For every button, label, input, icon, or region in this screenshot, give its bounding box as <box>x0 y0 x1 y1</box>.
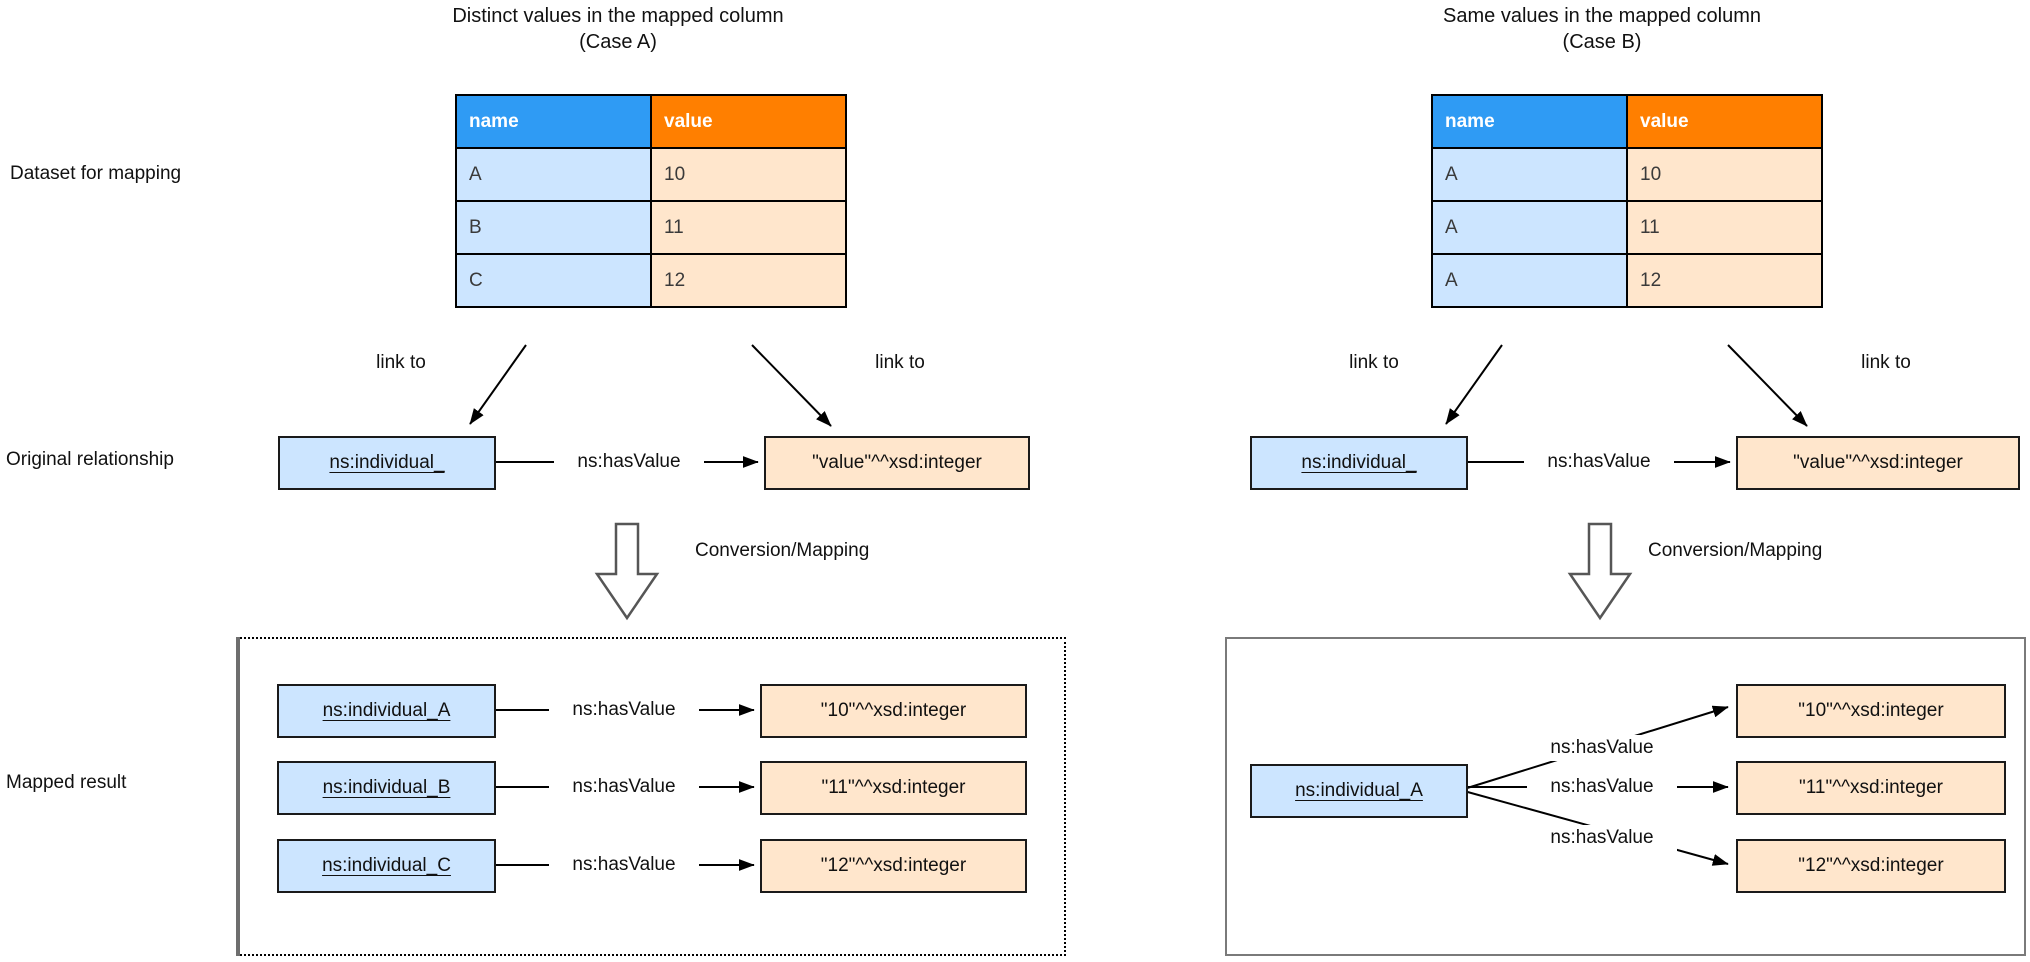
literal-node-mapped-b2: "11"^^xsd:integer <box>1736 761 2006 815</box>
row-label-mapped-result: Mapped result <box>6 772 127 793</box>
subject-node-label: ns:individual_C <box>322 855 451 876</box>
conversion-label-a: Conversion/Mapping <box>695 540 870 561</box>
predicate-label: ns:hasValue <box>1527 735 1677 761</box>
literal-node-mapped-a1: "10"^^xsd:integer <box>760 684 1027 738</box>
predicate-label: ns:hasValue <box>549 774 699 800</box>
subject-node-mapped-a2: ns:individual_B <box>277 761 496 815</box>
case-b-title-line1: Same values in the mapped column <box>1443 5 1761 27</box>
table-cell-name: A <box>1431 253 1628 308</box>
table-header-row: name value <box>1431 94 1823 149</box>
subject-node-mapped-a3: ns:individual_C <box>277 839 496 893</box>
table-row: A 10 <box>455 147 847 202</box>
predicate-label: ns:hasValue <box>554 449 704 475</box>
table-cell-name: A <box>455 147 652 202</box>
link-to-label: link to <box>1861 352 1911 373</box>
link-to-label: link to <box>875 352 925 373</box>
table-row: A 12 <box>1431 253 1823 308</box>
case-a-title: Distinct values in the mapped column (Ca… <box>298 3 938 55</box>
literal-node-mapped-a2: "11"^^xsd:integer <box>760 761 1027 815</box>
mapped-result-container-a <box>236 637 1066 956</box>
table-cell-name: A <box>1431 147 1628 202</box>
mapped-result-container-b <box>1225 637 2026 956</box>
subject-node-original-b: ns:individual_ <box>1250 436 1468 490</box>
link-to-label: link to <box>376 352 426 373</box>
dataset-table-b: name value A 10 A 11 A 12 <box>1431 94 1823 308</box>
link-arrow-b-right <box>1727 344 1808 427</box>
dataset-table-a: name value A 10 B 11 C 12 <box>455 94 847 308</box>
subject-node-label: ns:individual_A <box>1295 780 1423 801</box>
table-cell-value: 10 <box>1626 147 1823 202</box>
container-left-bar <box>236 637 240 956</box>
literal-node-mapped-b3: "12"^^xsd:integer <box>1736 839 2006 893</box>
table-cell-value: 12 <box>1626 253 1823 308</box>
table-cell-value: 11 <box>650 200 847 255</box>
subject-node-original-a: ns:individual_ <box>278 436 496 490</box>
table-row: B 11 <box>455 200 847 255</box>
row-label-original-relationship: Original relationship <box>6 449 174 470</box>
literal-node-mapped-a3: "12"^^xsd:integer <box>760 839 1027 893</box>
table-row: C 12 <box>455 253 847 308</box>
conversion-label-b: Conversion/Mapping <box>1648 540 1823 561</box>
predicate-label: ns:hasValue <box>1527 825 1677 851</box>
predicate-label: ns:hasValue <box>1524 449 1674 475</box>
link-arrow-a-left <box>469 344 527 425</box>
table-header-value: value <box>650 94 847 149</box>
case-a-title-line2: (Case A) <box>579 31 657 53</box>
subject-node-label: ns:individual_A <box>322 700 451 721</box>
row-label-dataset: Dataset for mapping <box>10 163 182 184</box>
link-arrow-b-left <box>1445 344 1503 425</box>
subject-node-label: ns:individual_ <box>329 452 445 473</box>
link-to-label: link to <box>1349 352 1399 373</box>
table-cell-value: 11 <box>1626 200 1823 255</box>
subject-node-mapped-a1: ns:individual_A <box>277 684 496 738</box>
conversion-block-arrow-icon-a <box>594 522 660 621</box>
case-b-title-line2: (Case B) <box>1562 31 1642 53</box>
table-cell-name: B <box>455 200 652 255</box>
table-row: A 11 <box>1431 200 1823 255</box>
subject-node-label: ns:individual_B <box>322 777 451 798</box>
table-cell-value: 12 <box>650 253 847 308</box>
predicate-label: ns:hasValue <box>1527 774 1677 800</box>
table-row: A 10 <box>1431 147 1823 202</box>
conversion-block-arrow-icon-b <box>1567 522 1633 621</box>
link-arrow-a-right <box>751 344 832 427</box>
table-header-name: name <box>1431 94 1628 149</box>
predicate-label: ns:hasValue <box>549 697 699 723</box>
predicate-label: ns:hasValue <box>549 852 699 878</box>
case-a-title-line1: Distinct values in the mapped column <box>452 5 784 27</box>
table-header-row: name value <box>455 94 847 149</box>
table-cell-name: C <box>455 253 652 308</box>
subject-node-label: ns:individual_ <box>1301 452 1417 473</box>
table-header-value: value <box>1626 94 1823 149</box>
subject-node-mapped-b: ns:individual_A <box>1250 764 1468 818</box>
literal-node-mapped-b1: "10"^^xsd:integer <box>1736 684 2006 738</box>
literal-node-original-a: "value"^^xsd:integer <box>764 436 1030 490</box>
table-cell-value: 10 <box>650 147 847 202</box>
table-cell-name: A <box>1431 200 1628 255</box>
literal-node-original-b: "value"^^xsd:integer <box>1736 436 2020 490</box>
table-header-name: name <box>455 94 652 149</box>
case-b-title: Same values in the mapped column (Case B… <box>1282 3 1922 55</box>
